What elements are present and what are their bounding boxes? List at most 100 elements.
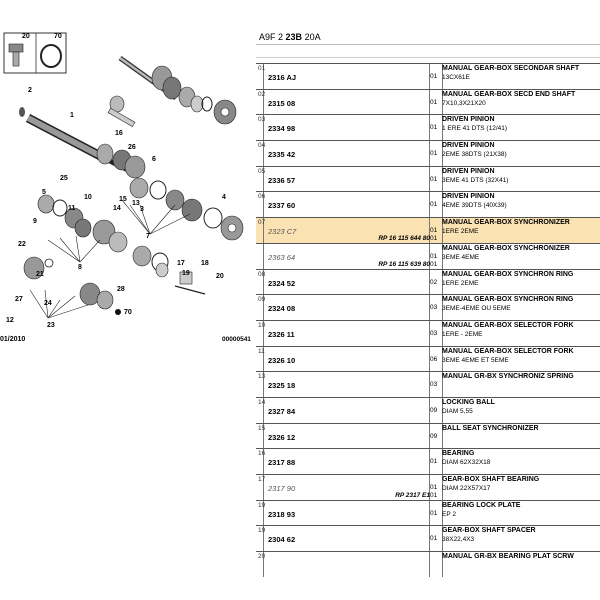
part-number[interactable]: 2335 42 — [268, 150, 296, 160]
row-qty-cell — [429, 64, 443, 89]
row-qty-cell — [429, 166, 443, 192]
callout-12[interactable]: 12 — [6, 317, 14, 324]
quantity-secondary: 01 — [430, 260, 438, 268]
row-qty-cell — [429, 397, 443, 423]
part-number[interactable]: 2363 64 — [268, 252, 296, 262]
callout-2[interactable]: 2 — [28, 87, 32, 94]
callout-27[interactable]: 27 — [15, 296, 23, 303]
part-spec: 4EME 39DTS (40X39) — [442, 202, 507, 210]
row-index-cell — [256, 552, 264, 577]
part-number[interactable]: 2326 12 — [268, 432, 296, 442]
part-number[interactable]: 2327 84 — [268, 406, 296, 416]
quantity: 01 — [430, 484, 438, 491]
callout-15[interactable]: 15 — [119, 196, 127, 203]
part-number[interactable]: 2323 C7 — [268, 227, 297, 237]
quantity: 01 — [430, 227, 438, 235]
quantity: 06 — [430, 355, 438, 363]
secondary-shaft-upper — [107, 55, 237, 128]
callout-70[interactable]: 70 — [124, 309, 132, 316]
part-name: MANUAL GEAR-BOX SECD END SHAFT — [442, 90, 576, 98]
part-number[interactable]: 2324 08 — [268, 304, 296, 314]
row-index: 19 — [258, 527, 266, 535]
callout-23[interactable]: 23 — [47, 322, 55, 329]
callout-13[interactable]: 13 — [132, 200, 140, 207]
part-number[interactable]: 2334 98 — [268, 124, 296, 134]
callout-5[interactable]: 5 — [42, 189, 46, 196]
callout-17[interactable]: 17 — [177, 260, 185, 267]
callout-6[interactable]: 6 — [152, 156, 156, 163]
row-index-cell — [256, 295, 264, 320]
part-spec: 1ERE 2EME — [442, 279, 479, 287]
callout-20[interactable]: 20 — [216, 273, 224, 280]
callout-8[interactable]: 8 — [78, 264, 82, 271]
row-index: 16 — [258, 450, 266, 458]
callout-3[interactable]: 3 — [140, 206, 144, 213]
row-index-cell — [256, 141, 264, 166]
callout-18[interactable]: 18 — [201, 260, 209, 267]
row-index: 10 — [258, 321, 266, 329]
quantity: 01 — [430, 73, 438, 80]
part-number[interactable]: 2317 88 — [268, 458, 296, 468]
part-name: MANUAL GEAR-BOX SYNCHRONIZER — [442, 244, 570, 252]
quantity: 01 — [430, 458, 438, 466]
header-suffix: 20A — [304, 32, 321, 42]
callout-26[interactable]: 26 — [128, 144, 136, 151]
part-number[interactable]: 2317 90 — [268, 484, 296, 493]
row-index-cell — [256, 526, 264, 552]
row-index: 13 — [258, 373, 266, 381]
part-number[interactable]: 2318 93 — [268, 509, 296, 519]
part-number[interactable]: 2324 52 — [268, 278, 296, 288]
callout-10[interactable]: 10 — [84, 194, 92, 201]
secondary-shaft-main — [19, 107, 146, 179]
part-number[interactable]: 2325 18 — [268, 381, 296, 391]
callout-1[interactable]: 1 — [70, 112, 74, 119]
part-number[interactable]: 2316 AJ — [268, 73, 297, 82]
row-index-cell — [256, 115, 264, 141]
callout-16[interactable]: 16 — [115, 130, 123, 137]
part-number[interactable]: 2336 57 — [268, 175, 296, 185]
part-name: MANUAL GEAR-BOX SECONDAR SHAFT — [442, 65, 580, 72]
row-index: 17 — [258, 476, 266, 483]
part-number[interactable]: 2304 62 — [268, 535, 296, 545]
callout-4[interactable]: 4 — [222, 194, 226, 201]
bolt-icon — [8, 43, 24, 67]
part-spec: 3EME 4EME ET 5EME — [442, 356, 509, 364]
callout-9[interactable]: 9 — [33, 218, 37, 225]
part-number[interactable]: 2326 11 — [268, 329, 295, 339]
part-name: MANUAL GEAR-BOX SYNCHRON RING — [442, 270, 574, 278]
callout-24[interactable]: 24 — [44, 300, 52, 307]
part-spec: EP 2 — [442, 510, 456, 518]
callout-14[interactable]: 14 — [113, 205, 121, 212]
part-number[interactable]: 2337 60 — [268, 201, 296, 211]
part-number[interactable]: 2326 10 — [268, 355, 296, 365]
callout-22[interactable]: 22 — [18, 241, 26, 248]
callout-19[interactable]: 19 — [182, 270, 190, 277]
callout-11[interactable]: 11 — [68, 205, 76, 212]
callout-25[interactable]: 25 — [60, 175, 68, 182]
callout-7[interactable]: 7 — [146, 233, 150, 240]
callout-28[interactable]: 28 — [117, 286, 125, 293]
part-number[interactable]: 2315 08 — [268, 98, 296, 108]
callout-21[interactable]: 21 — [36, 271, 44, 278]
row-index-cell — [256, 89, 264, 115]
